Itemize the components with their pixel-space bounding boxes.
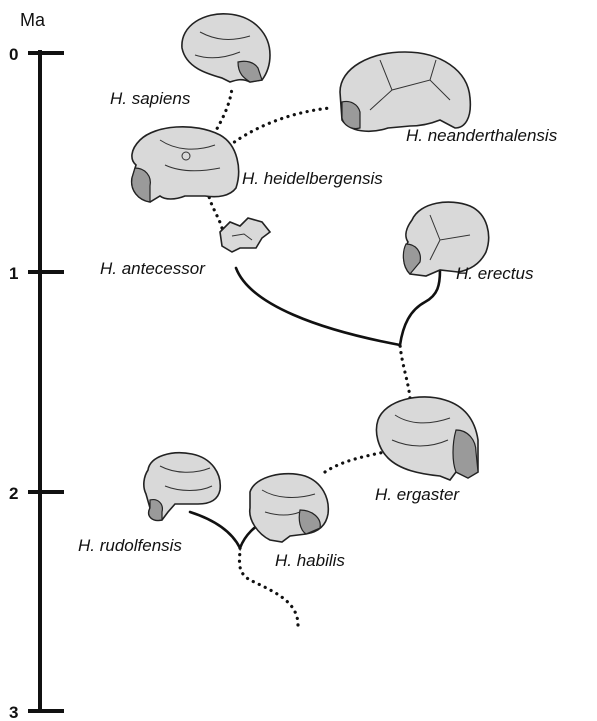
skull-ergaster (376, 397, 478, 480)
label-h-sapiens: H. sapiens (110, 89, 191, 108)
lineage-ergaster-fork-dotted (400, 345, 410, 398)
lineage-heidelbergensis-neanderthalensis-dotted (224, 108, 330, 150)
skull-neanderthalensis (340, 52, 470, 131)
axis-tick-label-1: 1 (9, 264, 18, 283)
axis-unit-label: Ma (20, 10, 46, 30)
label-h-neanderthalensis: H. neanderthalensis (406, 126, 558, 145)
label-h-erectus: H. erectus (456, 264, 534, 283)
skull-antecessor-fragment (220, 218, 270, 252)
axis-tick-label-0: 0 (9, 45, 18, 64)
axis-tick-label-2: 2 (9, 484, 18, 503)
skull-heidelbergensis (132, 127, 239, 202)
lineage-heidelbergensis-sapiens-dotted (214, 88, 232, 134)
skull-habilis (250, 474, 329, 542)
axis-tick-label-3: 3 (9, 703, 18, 721)
lineage-habilis-ergaster-dotted (325, 452, 385, 472)
label-h-habilis: H. habilis (275, 551, 345, 570)
lineage-erectus-antecessor-fork (236, 268, 440, 345)
skull-sapiens (182, 14, 270, 82)
label-h-heidelbergensis: H. heidelbergensis (242, 169, 383, 188)
label-h-rudolfensis: H. rudolfensis (78, 536, 182, 555)
label-h-antecessor: H. antecessor (100, 259, 206, 278)
skull-rudolfensis (144, 453, 220, 521)
label-h-ergaster: H. ergaster (375, 485, 460, 504)
time-axis: Ma 0 1 2 3 (9, 10, 64, 721)
